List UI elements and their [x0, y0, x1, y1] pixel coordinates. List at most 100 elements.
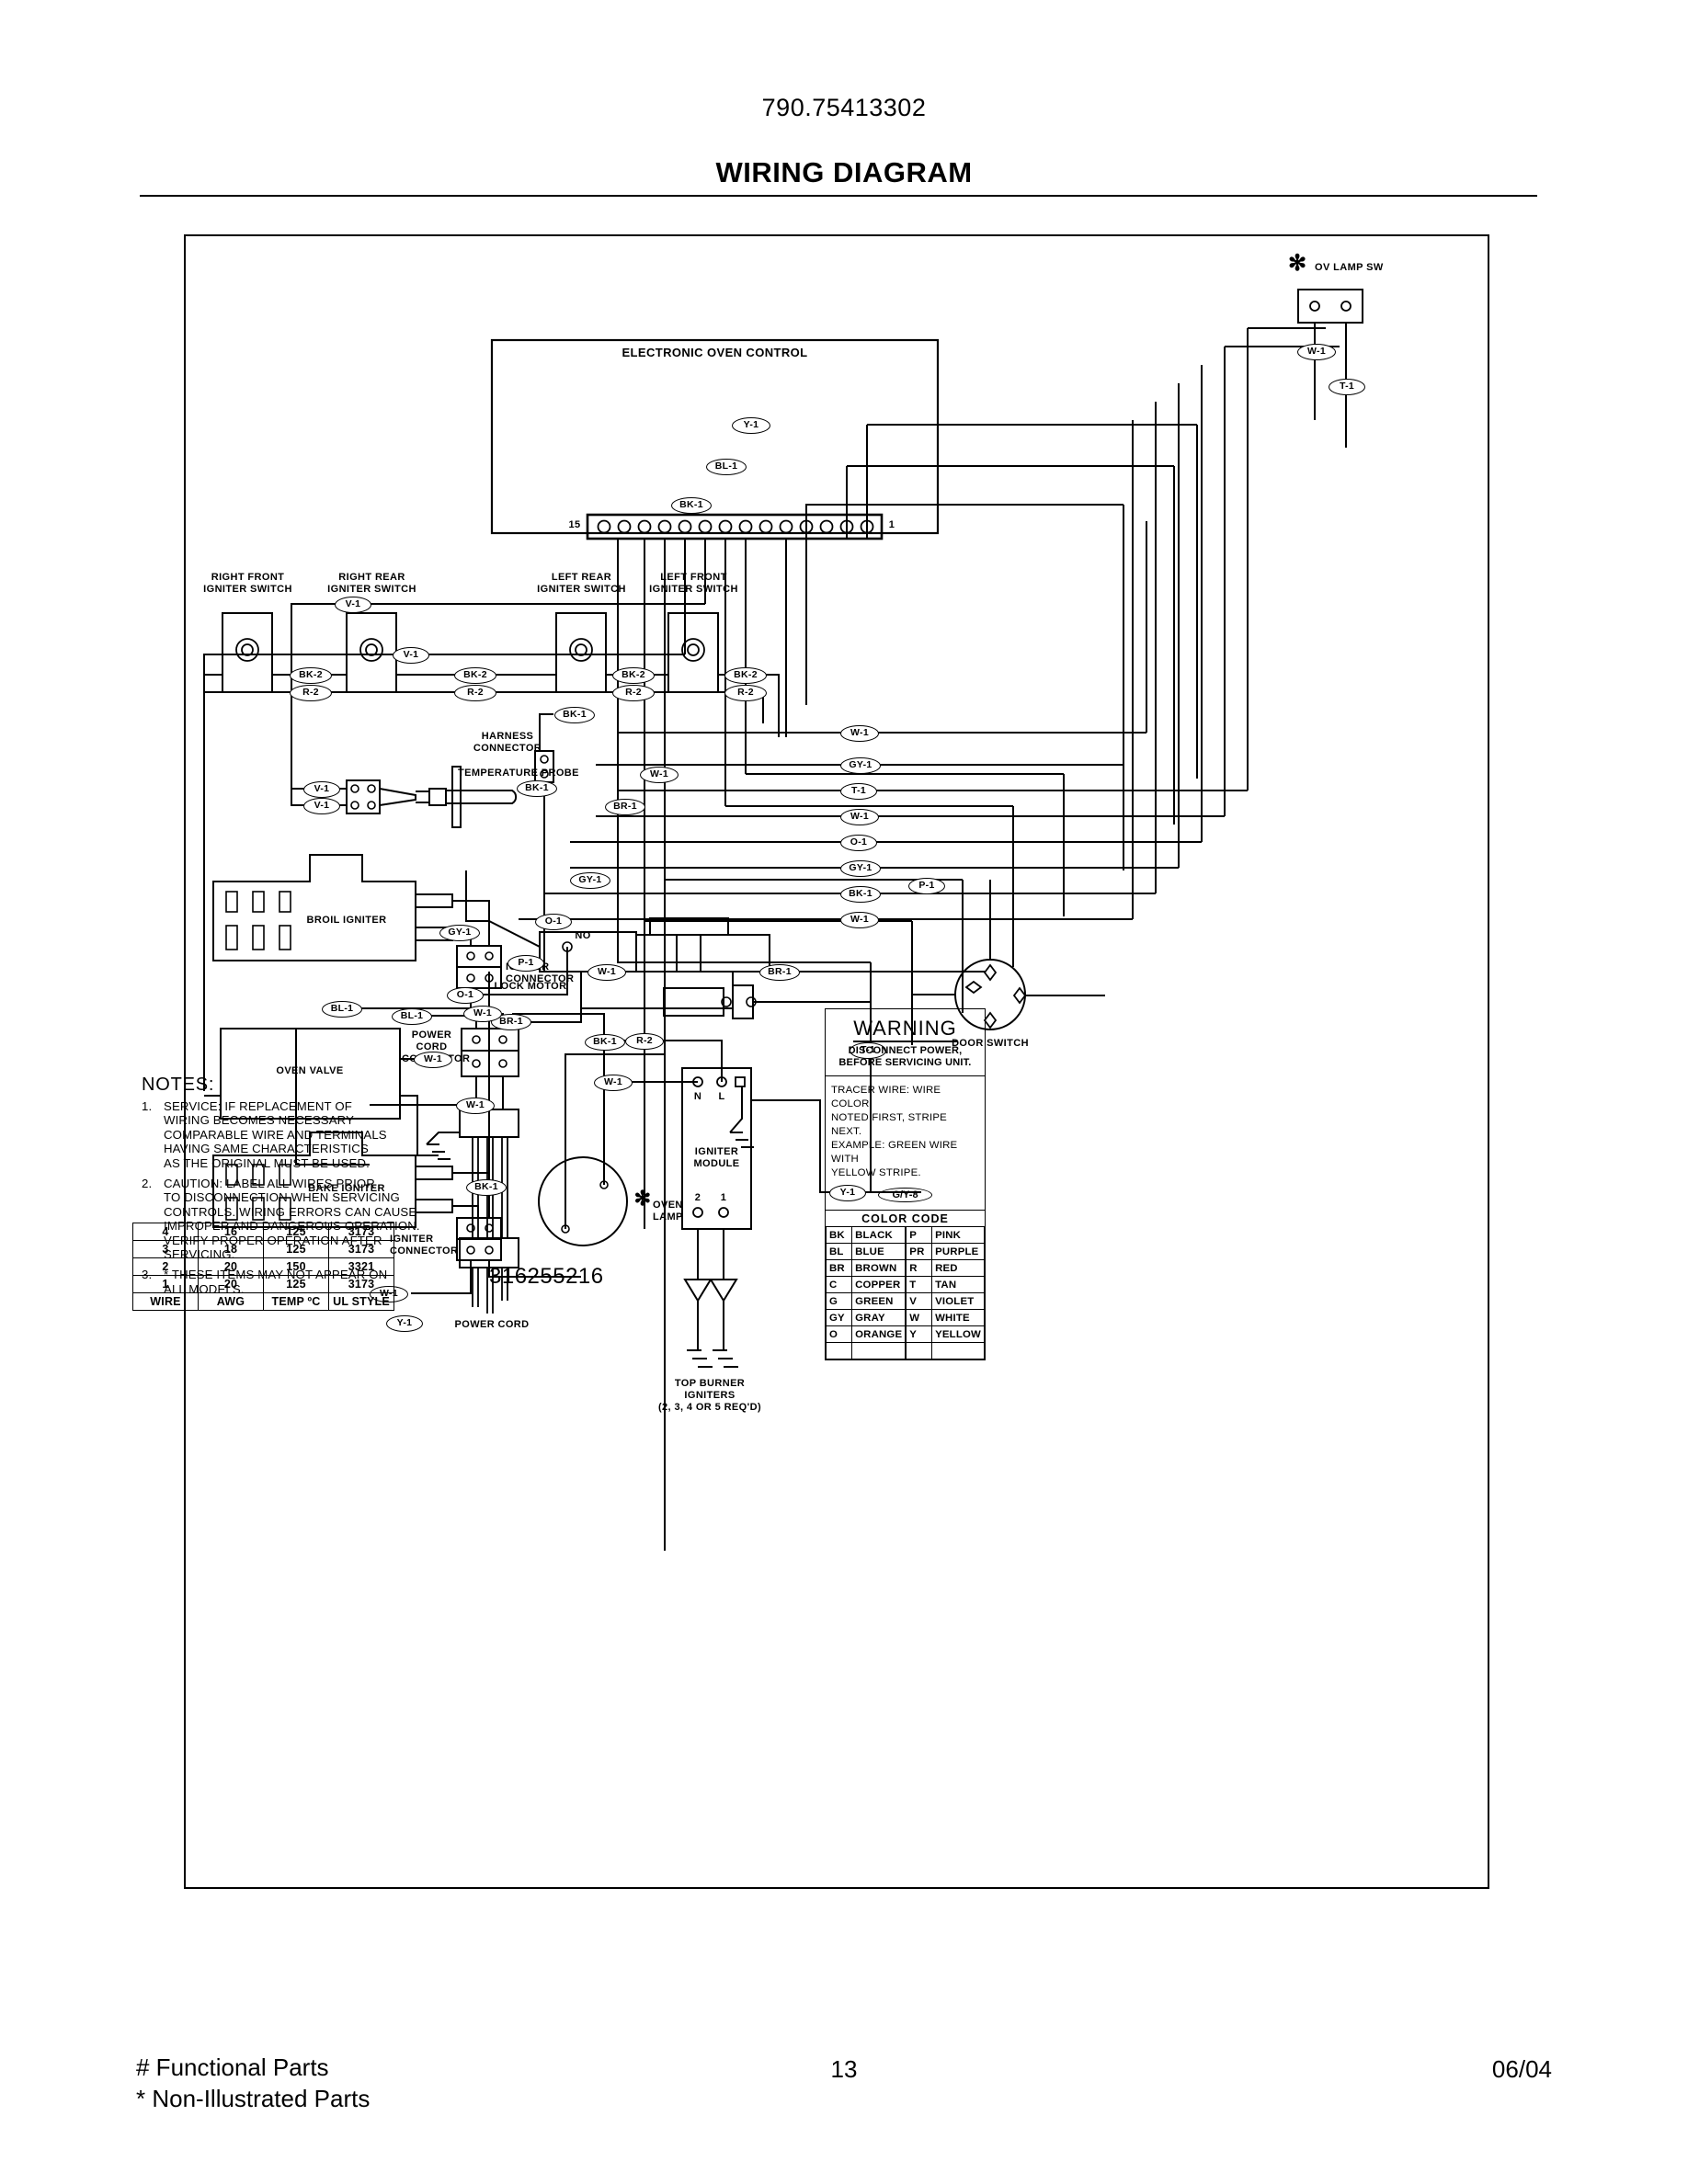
label-igniter-connector-bake: IGNITER CONNECTOR [390, 1234, 459, 1257]
wire-tag-door-p1: P-1 [908, 878, 945, 894]
title-divider [140, 195, 1537, 197]
label-harness-connector: HARNESS CONNECTOR [473, 731, 542, 754]
color-code-row: BR BROWN R RED [825, 1259, 985, 1277]
wire-tag-br1-top: BR-1 [605, 799, 645, 815]
wire-tag-mid-gy1-1: GY-1 [840, 757, 881, 774]
color-abbrev: GY [825, 1309, 853, 1326]
asterisk-oven-lamp-mark: ✻ [633, 1187, 652, 1210]
note-item: 1. SERVICE: IF REPLACEMENT OF WIRING BEC… [142, 1099, 445, 1170]
asterisk-ov-lamp: ✻ [1288, 251, 1307, 276]
wire-tag-bk1-top: BK-1 [671, 497, 712, 514]
color-name: BLUE [851, 1243, 907, 1260]
wire-cell: 1 [132, 1275, 199, 1293]
wire-tag-module-t1: T-1 [850, 1042, 886, 1059]
color-code-row: BL BLUE PR PURPLE [825, 1243, 985, 1260]
color-abbrev: T [905, 1276, 933, 1293]
wire-tag-lamp-bk1-a: BK-1 [585, 1034, 625, 1051]
table-row: 2 20 150 3321 [132, 1257, 394, 1276]
table-row: 4 16 125 3173 [132, 1223, 394, 1241]
wire-tag-o1-top: O-1 [535, 914, 572, 930]
header-temp: TEMP ºC [263, 1292, 329, 1311]
color-abbrev: BK [825, 1226, 853, 1244]
temp-cell: 125 [263, 1240, 329, 1258]
wire-tag-powercord-w1: W-1 [463, 1006, 502, 1022]
color-name: TAN [931, 1276, 985, 1293]
color-name: BROWN [851, 1259, 907, 1277]
label-ov-lamp-sw: OV LAMP SW [1315, 262, 1384, 273]
color-name: PINK [931, 1226, 985, 1244]
wire-tag-ovlamp-w1: W-1 [1297, 344, 1336, 360]
model-number: 790.75413302 [761, 94, 927, 121]
wire-tag-broil-bl1-b: BL-1 [392, 1008, 432, 1025]
tracer-wire-text: TRACER WIRE: WIRE COLOR NOTED FIRST, STR… [831, 1085, 958, 1178]
wire-cell: 2 [132, 1257, 199, 1276]
warning-divider: TRACER WIRE: WIRE COLOR NOTED FIRST, STR… [826, 1075, 985, 1210]
label-igniter-module: IGNITER MODULE [693, 1146, 740, 1169]
temp-cell: 125 [263, 1275, 329, 1293]
wire-tag-w1-top: W-1 [640, 767, 679, 783]
color-abbrev: O [825, 1325, 853, 1343]
header-wire: WIRE [132, 1292, 199, 1311]
wire-tag-module-w1: W-1 [594, 1075, 633, 1091]
color-abbrev: V [905, 1292, 933, 1310]
wire-tag-y1-top: Y-1 [732, 417, 770, 434]
wire-tag-r2-2: R-2 [454, 685, 496, 701]
awg-cell: 20 [198, 1275, 264, 1293]
wire-tag-r2-1: R-2 [290, 685, 332, 701]
wire-spec-table: 4 16 125 3173 3 18 125 3173 2 20 150 332… [132, 1223, 394, 1311]
color-code-table: BK BLACK P PINK BL BLUE PR PURPLE BR BRO… [825, 1226, 985, 1359]
awg-cell: 18 [198, 1240, 264, 1258]
wire-tag-mid-w1-1: W-1 [840, 725, 879, 742]
notes-heading: NOTES: [142, 1075, 215, 1095]
note-number: 1. [142, 1099, 153, 1113]
color-code-row: GY GRAY W WHITE [825, 1309, 985, 1326]
color-name: PURPLE [931, 1243, 985, 1260]
color-abbrev: G [825, 1292, 853, 1310]
color-name [931, 1342, 985, 1359]
ulstyle-cell: 3321 [328, 1257, 394, 1276]
wire-tag-harness-bk1-a: BK-1 [554, 707, 595, 723]
header-awg: AWG [198, 1292, 264, 1311]
color-name [851, 1342, 907, 1359]
color-code-heading: COLOR CODE [826, 1210, 985, 1226]
label-igniter-module-1: 1 [720, 1192, 727, 1203]
wire-tag-valve-w1-b: W-1 [456, 1098, 495, 1114]
wire-tag-ovlamp-t1: T-1 [1329, 379, 1365, 395]
wire-tag-bk2-1: BK-2 [290, 667, 332, 684]
color-abbrev [905, 1342, 933, 1359]
color-abbrev: BL [825, 1243, 853, 1260]
wire-tag-gy1-top: GY-1 [570, 872, 610, 889]
color-name: YELLOW [931, 1325, 985, 1343]
color-abbrev [825, 1342, 853, 1359]
table-header-row: WIRE AWG TEMP ºC UL STYLE [132, 1292, 394, 1311]
wire-tag-mid-bk1: BK-1 [840, 886, 881, 903]
warning-block: WARNING DISCONNECT POWER, BEFORE SERVICI… [825, 1008, 986, 1360]
color-code-row: G GREEN V VIOLET [825, 1292, 985, 1310]
color-abbrev: BR [825, 1259, 853, 1277]
wiring-diagram-frame: ELECTRONIC OVEN CONTROL 15 1 ✻ OV LAMP S… [132, 234, 1489, 1889]
wire-tag-valve-br1: BR-1 [491, 1014, 531, 1030]
drawing-number: 316255216 [489, 1264, 604, 1289]
temp-cell: 125 [263, 1223, 329, 1241]
table-row: 3 18 125 3173 [132, 1240, 394, 1258]
color-name: GREEN [851, 1292, 907, 1310]
note-number: 2. [142, 1177, 153, 1191]
ulstyle-cell: 3173 [328, 1275, 394, 1293]
wire-tag-p1-top: P-1 [508, 955, 544, 972]
warning-title: WARNING [826, 1009, 985, 1042]
label-left-front-igniter-switch: LEFT FRONT IGNITER SWITCH [649, 572, 738, 595]
note-text: SERVICE: IF REPLACEMENT OF WIRING BECOME… [164, 1099, 387, 1170]
label-oven-lamp: OVEN LAMP [653, 1200, 683, 1223]
color-code-row: BK BLACK P PINK [825, 1226, 985, 1244]
connector-pin-15-label: 15 [568, 519, 581, 530]
page-title: WIRING DIAGRAM [715, 156, 973, 188]
label-right-rear-igniter-switch: RIGHT REAR IGNITER SWITCH [327, 572, 416, 595]
footer-legend: # Functional Parts * Non-Illustrated Par… [136, 2052, 370, 2114]
ulstyle-cell: 3173 [328, 1240, 394, 1258]
wire-tag-r2-3: R-2 [612, 685, 655, 701]
color-name: COPPER [851, 1276, 907, 1293]
wire-tag-valve-w1-a: W-1 [414, 1052, 452, 1068]
wire-tag-module-r2: R-2 [625, 1033, 664, 1050]
wire-tag-mid-t1: T-1 [840, 783, 877, 800]
